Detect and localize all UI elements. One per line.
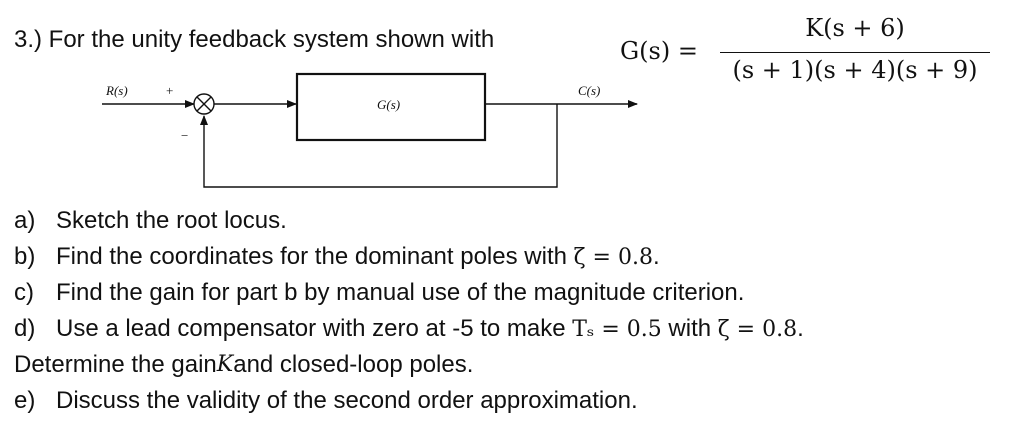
question-text: Sketch the root locus.: [56, 207, 287, 234]
feedback-path: [200, 104, 558, 188]
question-text: Use a lead compensator with zero at -5 t…: [56, 314, 573, 342]
transfer-function-denominator: (s + 1)(s + 4)(s + 9): [732, 56, 978, 84]
problem-heading: 3.) For the unity feedback system shown …: [14, 26, 495, 53]
question-text: Find the coordinates for the dominant po…: [56, 242, 574, 270]
question-list: a) Sketch the root locus. b) Find the co…: [14, 203, 804, 418]
block-diagram: R(s) C(s) G(s) + −: [102, 72, 638, 188]
input-label: R(s): [105, 83, 128, 98]
question-d: d) Use a lead compensator with zero at -…: [14, 311, 804, 348]
transfer-function-numerator: K(s + 6): [805, 14, 905, 42]
damping-ratio-expression: ζ = 0.8: [717, 316, 798, 342]
settling-time-expression: Tₛ = 0.5: [572, 316, 662, 342]
question-c: c) Find the gain for part b by manual us…: [14, 275, 804, 311]
question-text: Find the gain for part b by manual use o…: [56, 279, 745, 306]
question-b: b) Find the coordinates for the dominant…: [14, 239, 804, 276]
minus-sign: −: [181, 128, 188, 143]
question-a: a) Sketch the root locus.: [14, 203, 804, 239]
question-text: Discuss the validity of the second order…: [56, 386, 638, 414]
question-marker: c): [14, 279, 34, 306]
fraction-bar: [720, 52, 990, 53]
output-label: C(s): [578, 83, 600, 98]
transfer-function-lhs: G(s) =: [620, 37, 698, 65]
gain-symbol: K: [216, 352, 234, 377]
question-marker: a): [14, 207, 36, 234]
block-label: G(s): [377, 97, 400, 112]
question-marker: d): [14, 314, 36, 342]
summing-junction: [193, 93, 215, 115]
question-marker: b): [14, 242, 36, 270]
plus-sign: +: [166, 83, 173, 98]
damping-ratio-expression: ζ = 0.8: [573, 244, 653, 270]
question-e: e) Discuss the validity of the second or…: [14, 383, 804, 419]
transfer-function: G(s) = K(s + 6) (s + 1)(s + 4)(s + 9): [620, 10, 1000, 90]
plant-block: [295, 72, 487, 142]
question-d-continuation: Determine the gain K and closed-loop pol…: [14, 347, 804, 383]
question-marker: e): [14, 386, 36, 414]
